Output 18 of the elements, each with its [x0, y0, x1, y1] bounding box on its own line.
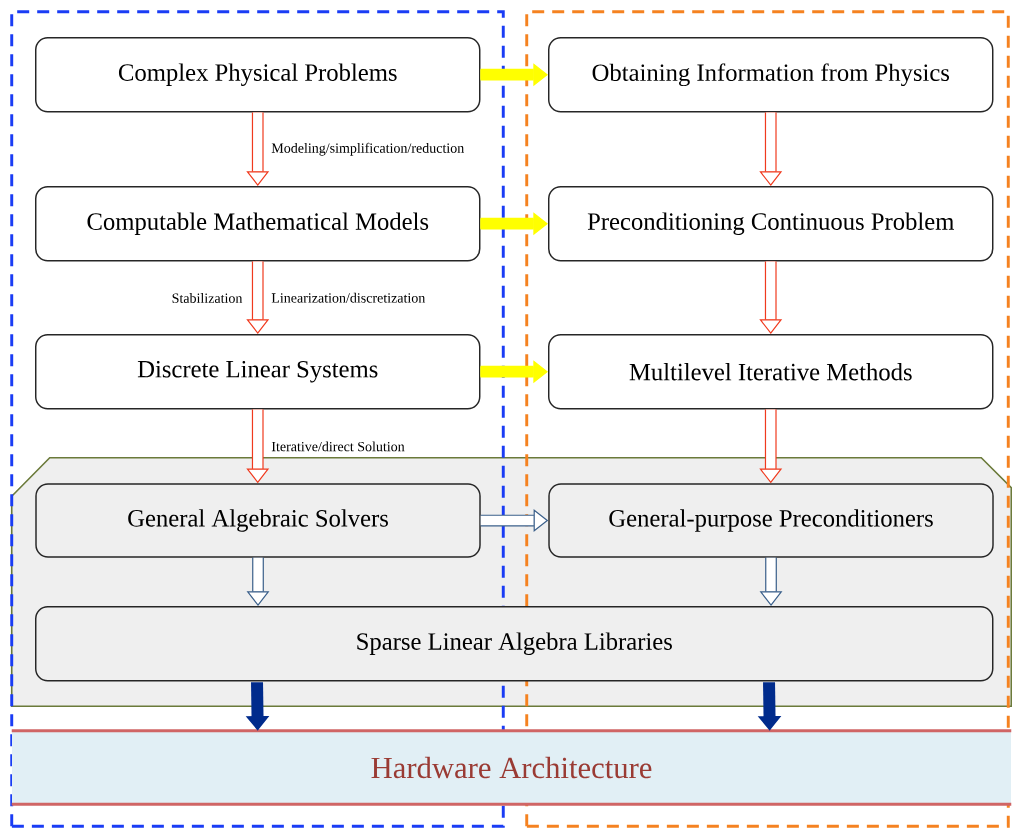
process-box: Obtaining Information from Physics [548, 37, 994, 113]
process-box: Sparse Linear Algebra Libraries [35, 606, 994, 682]
block-arrow [246, 261, 270, 334]
edge-label: Iterative/direct Solution [271, 441, 405, 452]
block-arrow [759, 112, 783, 186]
edge-label: Linearization/discretization [271, 292, 426, 303]
process-box: Complex Physical Problems [35, 37, 481, 113]
annotation-label: Stabilization [172, 293, 243, 303]
block-arrow [759, 261, 783, 334]
process-box: Computable Mathematical Models [35, 186, 481, 262]
process-box: Discrete Linear Systems [35, 334, 481, 410]
layer-band: Hardware Architecture [10, 729, 1012, 806]
process-box: Preconditioning Continuous Problem [548, 186, 994, 262]
process-box: General Algebraic Solvers [35, 483, 481, 558]
block-arrow [246, 112, 270, 186]
process-box: General-purpose Preconditioners [548, 483, 994, 558]
process-box: Multilevel Iterative Methods [548, 334, 994, 410]
edge-label: Modeling/simplification/reduction [271, 142, 464, 156]
